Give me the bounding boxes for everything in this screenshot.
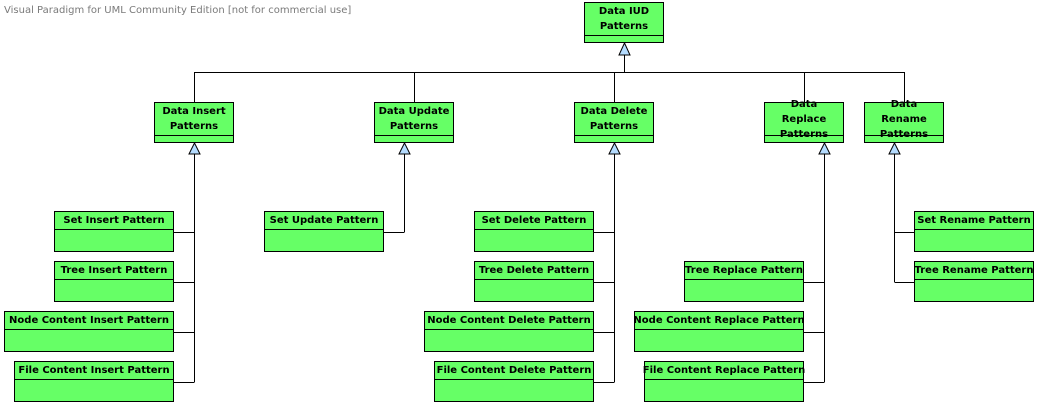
class-data-iud-patterns[interactable]: Data IUD Patterns (584, 2, 664, 43)
class-name: Set Rename Pattern (915, 212, 1033, 230)
class-set-insert-pattern[interactable]: Set Insert Pattern (54, 211, 174, 252)
class-name: File Content Replace Pattern (643, 362, 805, 380)
class-name: Tree Delete Pattern (475, 262, 593, 280)
class-name: Data Delete Patterns (575, 103, 653, 136)
watermark-text: Visual Paradigm for UML Community Editio… (4, 5, 352, 16)
class-name: Node Content Delete Pattern (425, 312, 593, 330)
class-name: Set Delete Pattern (475, 212, 593, 230)
generalization-arrow-insert (188, 141, 201, 155)
class-data-rename-patterns[interactable]: Data Rename Patterns (864, 99, 944, 143)
class-node-content-replace-pattern[interactable]: Node Content Replace Pattern (633, 311, 805, 352)
class-data-update-patterns[interactable]: Data Update Patterns (374, 102, 454, 143)
class-set-update-pattern[interactable]: Set Update Pattern (264, 211, 384, 252)
class-name: Data Rename Patterns (865, 99, 943, 140)
class-tree-rename-pattern[interactable]: Tree Rename Pattern (914, 261, 1034, 302)
class-node-content-delete-pattern[interactable]: Node Content Delete Pattern (424, 311, 594, 352)
class-name: Node Content Insert Pattern (5, 312, 173, 330)
class-name: Set Insert Pattern (55, 212, 173, 230)
generalization-arrow-rename (888, 141, 901, 155)
class-name: Node Content Replace Pattern (633, 312, 805, 330)
class-name: Tree Replace Pattern (685, 262, 803, 280)
class-file-content-replace-pattern[interactable]: File Content Replace Pattern (643, 361, 805, 402)
class-name: Tree Insert Pattern (55, 262, 173, 280)
class-data-replace-patterns[interactable]: Data Replace Patterns (764, 99, 844, 143)
class-name: File Content Insert Pattern (15, 362, 173, 380)
class-name: Tree Rename Pattern (915, 262, 1033, 280)
generalization-arrow-root (618, 41, 631, 56)
generalization-arrow-delete (608, 141, 621, 155)
class-tree-insert-pattern[interactable]: Tree Insert Pattern (54, 261, 174, 302)
class-name: Data Replace Patterns (765, 99, 843, 140)
class-file-content-delete-pattern[interactable]: File Content Delete Pattern (434, 361, 594, 402)
class-name: File Content Delete Pattern (435, 362, 593, 380)
class-name: Data Update Patterns (375, 103, 453, 136)
class-set-delete-pattern[interactable]: Set Delete Pattern (474, 211, 594, 252)
generalization-arrow-replace (818, 141, 831, 155)
generalization-arrow-update (398, 141, 411, 155)
class-data-insert-patterns[interactable]: Data Insert Patterns (154, 102, 234, 143)
class-name: Set Update Pattern (265, 212, 383, 230)
class-name: Data IUD Patterns (585, 3, 663, 36)
class-file-content-insert-pattern[interactable]: File Content Insert Pattern (14, 361, 174, 402)
class-name: Data Insert Patterns (155, 103, 233, 136)
class-data-delete-patterns[interactable]: Data Delete Patterns (574, 102, 654, 143)
class-node-content-insert-pattern[interactable]: Node Content Insert Pattern (4, 311, 174, 352)
class-set-rename-pattern[interactable]: Set Rename Pattern (914, 211, 1034, 252)
class-tree-delete-pattern[interactable]: Tree Delete Pattern (474, 261, 594, 302)
class-tree-replace-pattern[interactable]: Tree Replace Pattern (684, 261, 804, 302)
